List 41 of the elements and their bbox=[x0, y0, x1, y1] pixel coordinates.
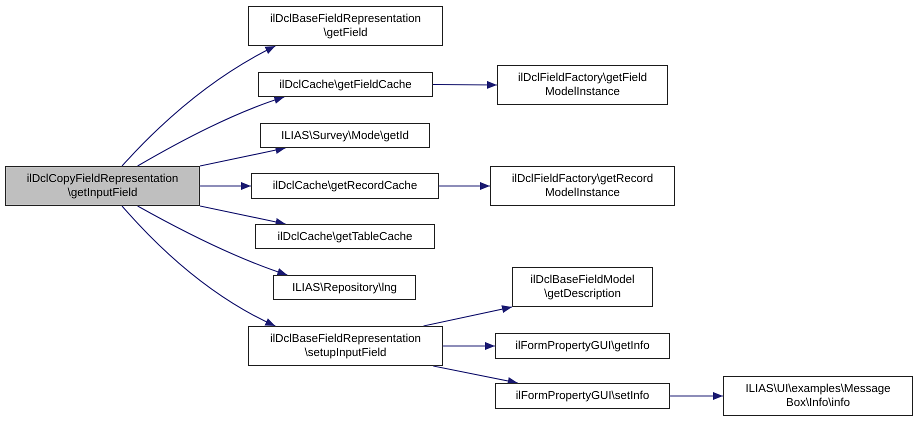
arrow bbox=[433, 365, 518, 385]
arrow bbox=[137, 206, 288, 276]
function-box bbox=[497, 65, 668, 105]
function-name: ilDclBaseFieldRepresentation \setupInputField bbox=[269, 332, 422, 360]
function-box bbox=[251, 173, 439, 199]
function-box bbox=[255, 224, 435, 249]
function-box bbox=[490, 166, 675, 206]
arrow bbox=[423, 305, 512, 327]
function-name: ilDclCopyFieldRepresentation \getInputField bbox=[26, 172, 180, 200]
function-name: ILIAS\Survey\Mode\getId bbox=[281, 128, 409, 142]
function-name: ilDclFieldFactory\getField ModelInstance bbox=[516, 71, 648, 99]
function-name: ilDclCache\getRecordCache bbox=[272, 179, 418, 193]
function-name: ILIAS\Repository\lng bbox=[292, 280, 397, 294]
arrow bbox=[122, 206, 276, 326]
function-box bbox=[248, 326, 443, 366]
function-name: ilDclBaseFieldRepresentation \getField bbox=[269, 12, 422, 40]
function-box bbox=[495, 333, 670, 359]
arrow bbox=[670, 392, 723, 400]
arrow bbox=[137, 96, 284, 166]
function-box bbox=[495, 383, 670, 409]
function-box bbox=[248, 6, 443, 46]
function-box bbox=[723, 376, 913, 416]
function-box bbox=[258, 72, 433, 97]
function-name: ilDclBaseFieldModel \getDescription bbox=[529, 273, 636, 301]
function-name: ilDclFieldFactory\getRecord ModelInstance bbox=[510, 172, 654, 200]
function-name: ilFormPropertyGUI\setInfo bbox=[516, 389, 650, 403]
arrow bbox=[200, 182, 251, 190]
arrow bbox=[439, 182, 490, 190]
function-name: ilDclCache\getFieldCache bbox=[279, 78, 412, 92]
function-box bbox=[512, 267, 653, 307]
function-name: ilDclCache\getTableCache bbox=[278, 230, 412, 244]
function-box bbox=[260, 123, 430, 148]
function-box bbox=[273, 275, 416, 300]
function-box bbox=[5, 166, 200, 206]
function-name: ilFormPropertyGUI\getInfo bbox=[515, 339, 650, 353]
arrow bbox=[200, 205, 286, 226]
arrow bbox=[200, 146, 286, 167]
arrow bbox=[433, 80, 497, 89]
function-name: ILIAS\UI\examples\Message Box\Info\info bbox=[744, 382, 892, 410]
arrow bbox=[443, 342, 495, 350]
arrow bbox=[122, 46, 276, 166]
